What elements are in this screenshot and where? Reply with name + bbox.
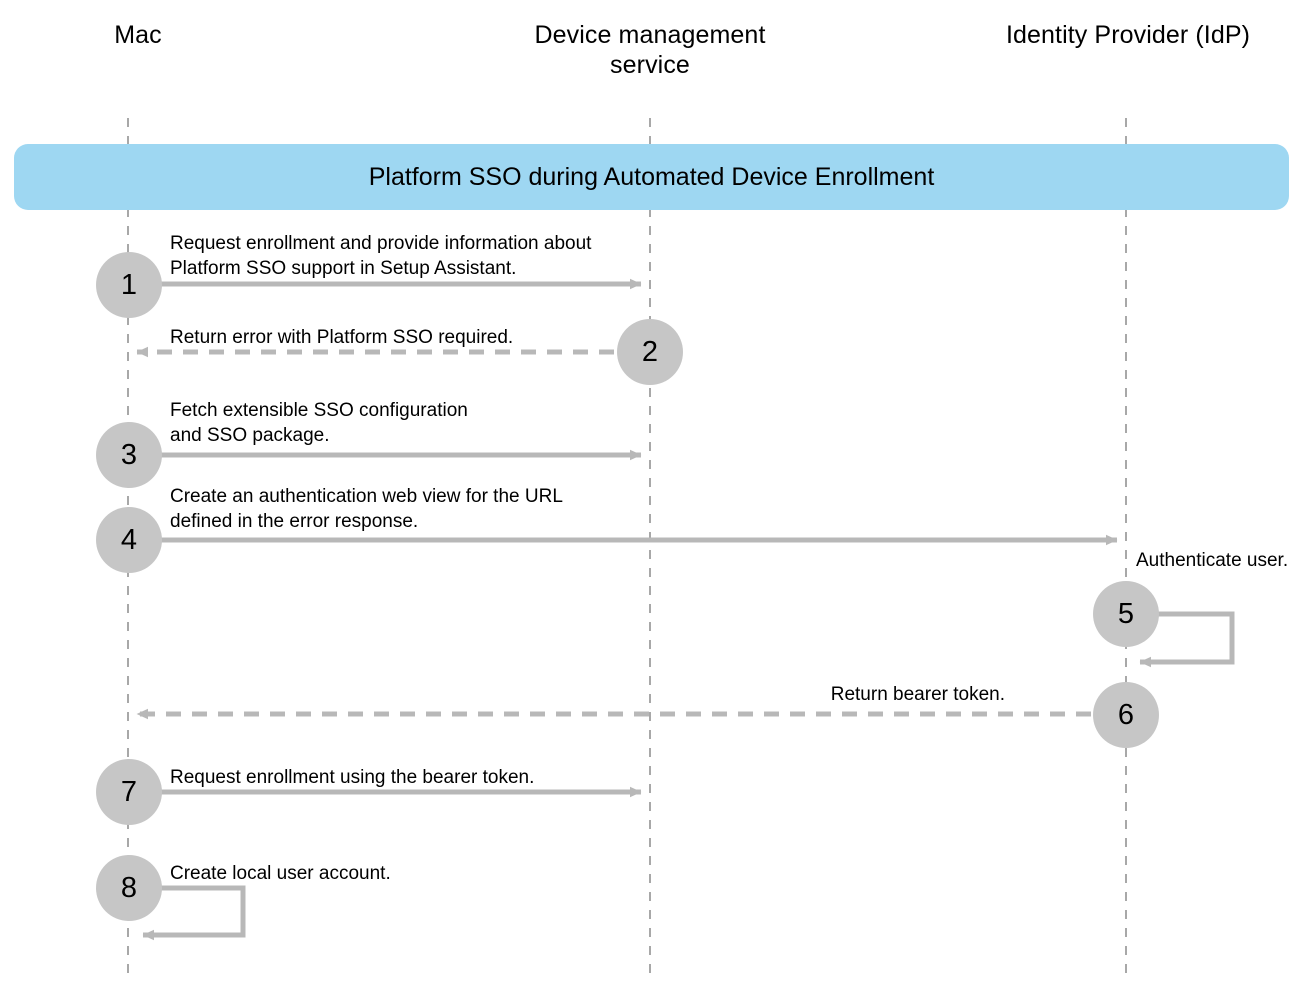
step-number-1[interactable]: 1: [120, 269, 138, 301]
step-circle-8[interactable]: [96, 855, 162, 921]
self-loop-arrow-5: [1139, 611, 1235, 668]
step-number-4[interactable]: 4: [120, 524, 138, 556]
step-circle-1[interactable]: [96, 252, 162, 318]
step-circles-group: [96, 252, 1159, 921]
phase-banner: [14, 144, 1289, 210]
step-number-8[interactable]: 8: [120, 872, 138, 904]
step-number-6[interactable]: 6: [1117, 699, 1135, 731]
step-circle-3[interactable]: [96, 422, 162, 488]
step-circle-2[interactable]: [617, 319, 683, 385]
step-number-2[interactable]: 2: [641, 336, 659, 368]
step-circle-4[interactable]: [96, 507, 162, 573]
step-circle-5[interactable]: [1093, 581, 1159, 647]
step-number-3[interactable]: 3: [120, 439, 138, 471]
lifelines-group: [127, 118, 1127, 975]
step-number-7[interactable]: 7: [120, 776, 138, 808]
self-loop-arrow-8: [142, 885, 246, 941]
step-number-5[interactable]: 5: [1117, 598, 1135, 630]
step-circle-6[interactable]: [1093, 682, 1159, 748]
step-circle-7[interactable]: [96, 759, 162, 825]
